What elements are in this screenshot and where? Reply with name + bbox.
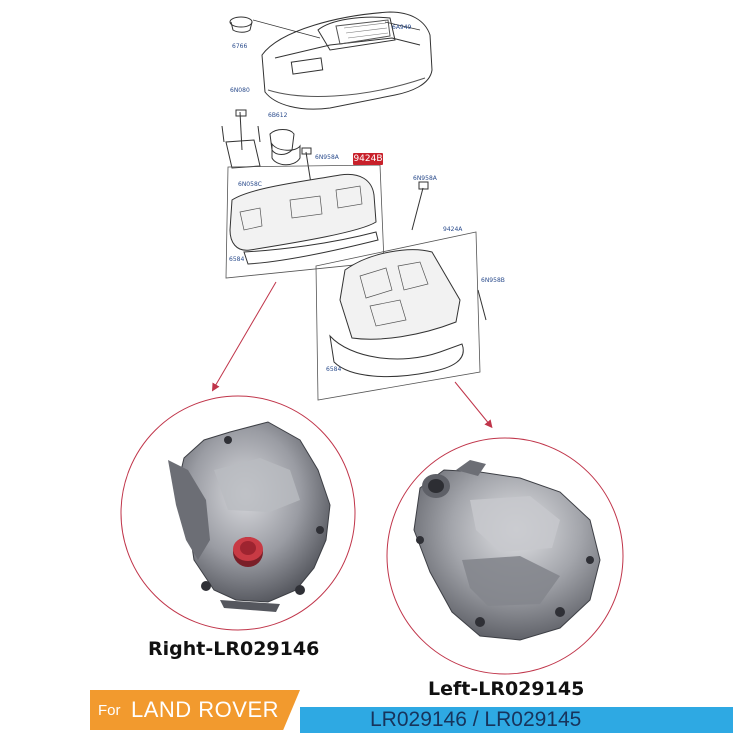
leader-line [384,21,421,31]
label-sensor-right: 6N958A [413,175,437,182]
label-cover-left: 9424A [443,226,463,233]
engine-cover-drawing [261,11,433,110]
left-cover-drawing [315,231,487,401]
label-cap: 6766 [232,43,248,50]
banner-prefix: For [98,702,121,719]
left-caption: Left-LR029145 [428,678,585,700]
arrow-to-left-photo [454,381,493,429]
label-gasket-right: 6584 [229,256,245,263]
label-cover-top: 6A949 [392,24,412,31]
label-sensor-side: 6N958B [481,277,505,284]
label-valve: 6B612 [268,112,288,119]
label-sensor-left: 6N958A [315,154,339,161]
part-number-banner-blue [300,707,733,733]
brand-banner-orange [90,690,300,730]
banner-part-numbers: LR029146 / LR029145 [370,708,582,731]
oil-cap-drawing [229,16,253,33]
leader-line [252,19,321,39]
banner-brand: LAND ROVER [131,697,280,722]
highlight-part-badge: 9424B [353,153,383,165]
label-bolt: 6N080 [230,87,250,94]
right-caption: Right-LR029146 [148,638,320,660]
right-valve-cover-photo [168,421,331,612]
hardware-drawing [221,109,429,231]
label-bracket: 6N058C [238,181,262,188]
left-valve-cover-photo [413,460,601,641]
arrow-to-right-photo [211,281,277,392]
label-gasket-left: 6584 [326,366,342,373]
